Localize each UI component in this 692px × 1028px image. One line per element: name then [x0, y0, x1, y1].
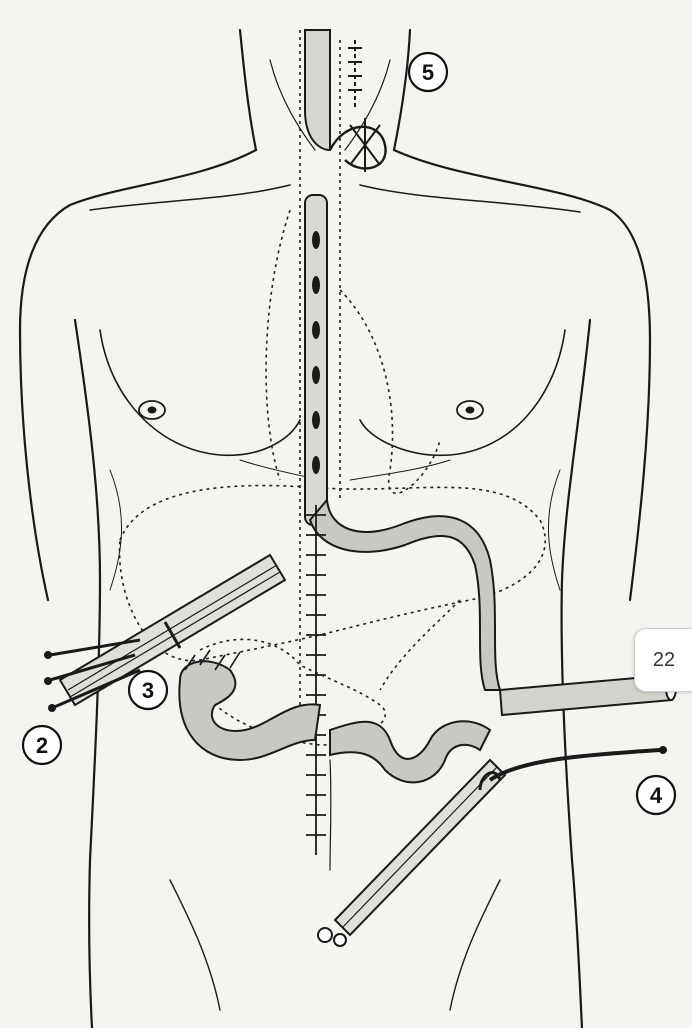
neck-right-line [394, 30, 410, 150]
neck-muscle-right [345, 60, 390, 150]
stomach-body [310, 500, 500, 690]
stomach-lower-outline [380, 600, 460, 690]
left-edge-glyphs: ) ) [0, 38, 9, 324]
callout-3: 3 [129, 671, 167, 709]
nipple-right-inner [466, 407, 474, 413]
rib-right-2 [350, 460, 450, 480]
neck-left-line [240, 30, 256, 150]
callout-5-label: 5 [422, 60, 434, 85]
rib-left-1 [110, 470, 122, 590]
edge-paren-bottom: ) [0, 185, 9, 324]
callout-4-label: 4 [650, 783, 663, 808]
jejunal-loop-3 [179, 650, 320, 760]
linea-lower [330, 760, 331, 870]
rib-right-1 [548, 470, 560, 590]
callout-2-label: 2 [36, 733, 48, 758]
pectoral-right [360, 330, 565, 455]
groin-right [450, 880, 500, 1010]
left-shoulder-arm [20, 150, 256, 600]
lower-bowel-segment [330, 721, 490, 782]
gastric-conduit [305, 30, 500, 690]
callout-4: 4 [637, 776, 675, 814]
groin-left [170, 880, 220, 1010]
callout-5: 5 [409, 53, 447, 91]
clavicle-left [90, 185, 290, 210]
pectoral-left [100, 330, 300, 455]
heart-left-outline [266, 210, 290, 480]
page-number-badge[interactable]: 22 [634, 628, 692, 692]
cervical-esophagus [305, 30, 330, 150]
drain-4 [318, 746, 667, 946]
callout-3-label: 3 [142, 678, 154, 703]
heart-right-outline [340, 290, 440, 493]
edge-paren-top: ) [0, 38, 9, 177]
callout-2: 2 [23, 726, 61, 764]
midline-suture [306, 505, 326, 855]
torso-right-side [562, 320, 590, 1028]
cervical-anastomosis [330, 40, 386, 172]
nipple-left-inner [148, 407, 156, 413]
